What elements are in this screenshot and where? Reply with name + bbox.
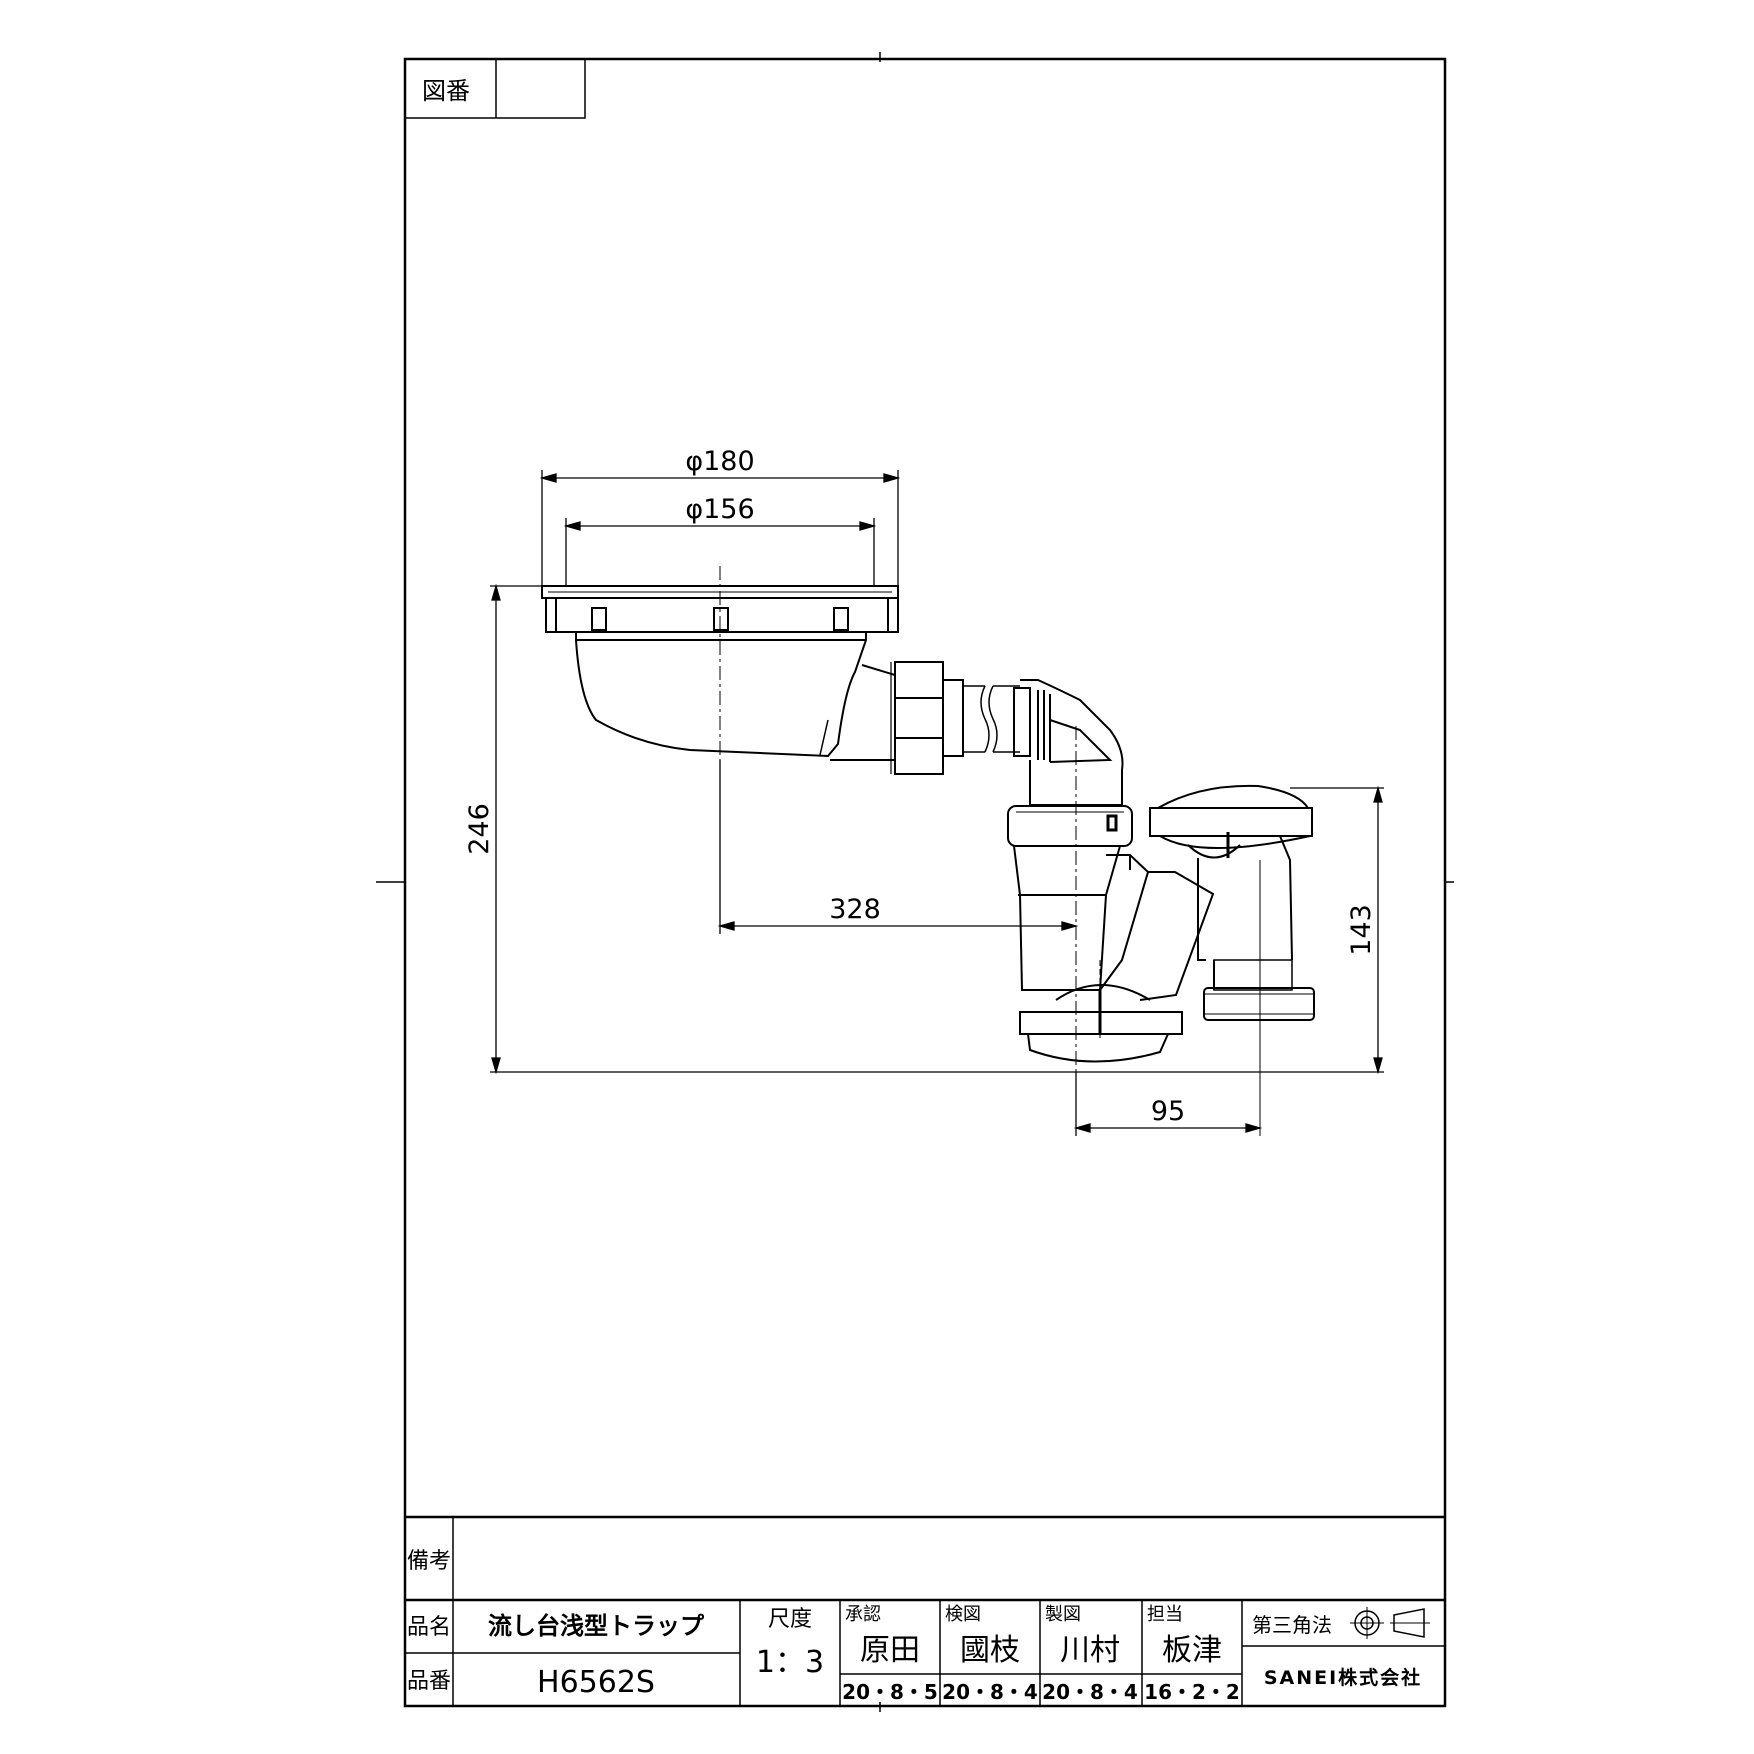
name-label: 品名	[407, 1615, 451, 1640]
charge-name: 板津	[1162, 1633, 1222, 1668]
basket-flange	[545, 597, 899, 633]
approve-label: 承認	[845, 1604, 881, 1625]
dim-phi180: φ180	[685, 446, 754, 477]
dimensions	[490, 470, 1384, 1136]
union-nut	[894, 661, 944, 775]
charge-date: 16・2・2	[1144, 1680, 1240, 1704]
check-date: 20・8・4	[942, 1680, 1038, 1704]
check-label: 検図	[945, 1604, 981, 1625]
draw-date: 20・8・4	[1042, 1680, 1138, 1704]
trap-drawing	[541, 566, 1315, 1136]
number-label: 品番	[407, 1669, 451, 1694]
cleanout-nut-upper	[1149, 807, 1313, 837]
approve-date: 20・8・5	[842, 1680, 938, 1704]
approve-name: 原田	[860, 1633, 920, 1668]
product-number: H6562S	[537, 1665, 655, 1700]
dim-95: 95	[1151, 1096, 1185, 1127]
sheet-border	[403, 57, 1447, 1708]
basket-body	[575, 632, 867, 758]
scale-label: 尺度	[768, 1607, 812, 1632]
company-name: SANEI株式会社	[1264, 1666, 1422, 1689]
projection-label: 第三角法	[1252, 1613, 1332, 1637]
cleanout-cap	[1157, 784, 1309, 809]
dim-328: 328	[829, 894, 881, 925]
scale-value: 1：3	[756, 1645, 824, 1680]
drawing-number-label: 図番	[422, 77, 470, 105]
dim-143: 143	[1346, 904, 1377, 956]
drawing-number-box: 図番	[404, 58, 586, 119]
elbow-fitting	[1020, 679, 1124, 806]
dim-phi156: φ156	[685, 494, 754, 525]
remarks-label: 備考	[407, 1549, 451, 1574]
trap-collar	[1007, 805, 1133, 847]
product-name: 流し台浅型トラップ	[488, 1612, 705, 1640]
dim-246: 246	[464, 803, 495, 855]
charge-label: 担当	[1147, 1604, 1183, 1625]
title-block	[405, 1515, 1445, 1706]
draw-label: 製図	[1045, 1604, 1081, 1625]
outlet-adaptor	[1203, 987, 1315, 1021]
check-name: 國枝	[960, 1633, 1020, 1668]
bottom-cap	[1027, 1033, 1169, 1063]
draw-name: 川村	[1060, 1633, 1120, 1668]
